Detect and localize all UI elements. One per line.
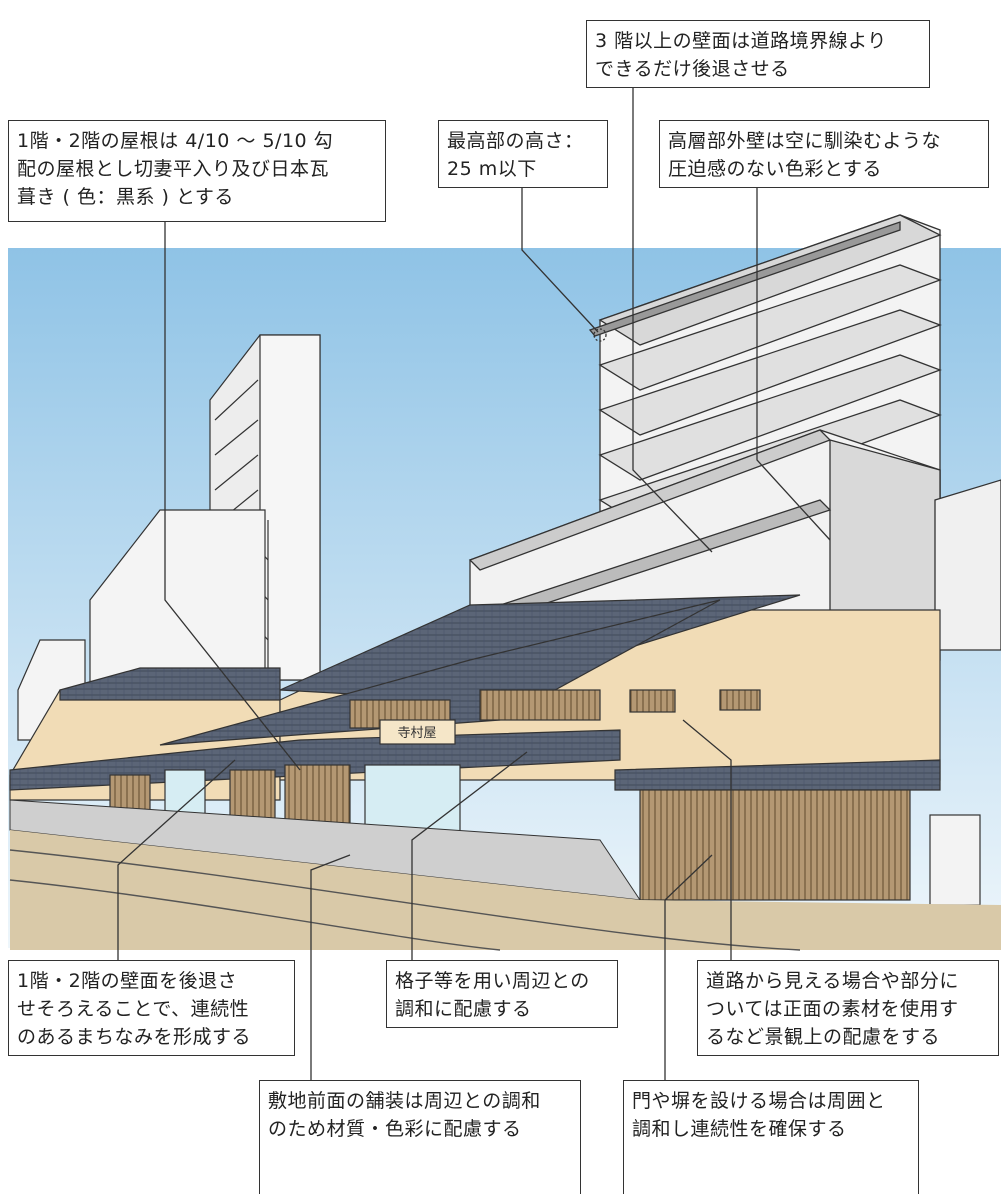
callout-roof-pitch: 1階・2階の屋根は 4/10 ～ 5/10 勾 配の屋根とし切妻平入り及び日本瓦…	[8, 120, 386, 222]
road	[10, 830, 1001, 950]
shop-sign-text: 寺村屋	[397, 726, 436, 741]
mid-building	[89, 509, 266, 691]
leader-lines	[117, 88, 831, 1080]
road-line	[9, 849, 801, 951]
road-line-2	[9, 879, 501, 951]
callout-paving: 敷地前面の舗装は周辺との調和 のため材質・色彩に配慮する	[259, 1080, 581, 1194]
callout-max-height: 最高部の高さ： 25 m以下	[438, 120, 608, 188]
callout-upper-wall-color: 高層部外壁は空に馴染むような 圧迫感のない色彩とする	[659, 120, 989, 188]
callout-lower-wall-setback: 1階・2階の壁面を後退さ せそろえることで、連続性 のあるまちなみを形成する	[8, 960, 295, 1056]
callout-side-facade: 道路から見える場合や部分に ついては正面の素材を使用す るなど景観上の配慮をする	[697, 960, 999, 1056]
callout-gate-fence: 門や塀を設ける場合は周囲と 調和し連続性を確保する	[623, 1080, 919, 1194]
townhouses: 寺村屋	[9, 594, 981, 906]
callout-lattice: 格子等を用い周辺との 調和に配慮する	[386, 960, 618, 1028]
callout-setback-upper: 3 階以上の壁面は道路境界線より できるだけ後退させる	[586, 20, 930, 88]
